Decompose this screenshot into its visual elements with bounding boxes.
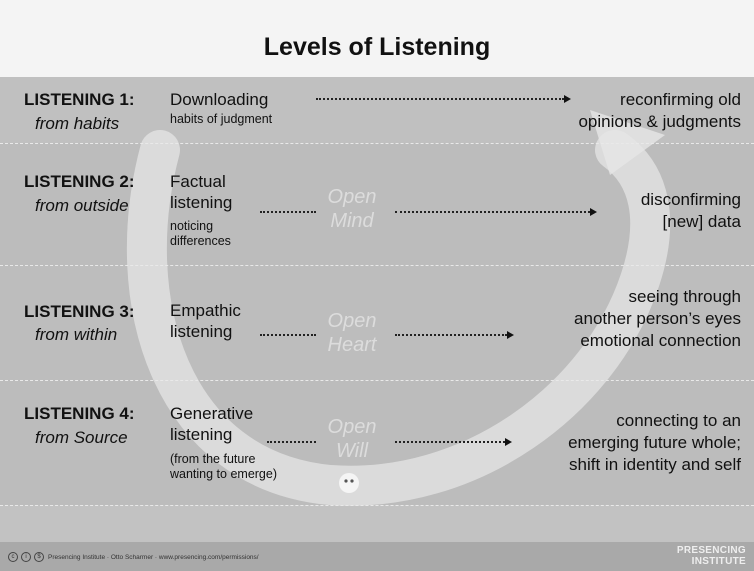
- level-1-source: from habits: [35, 114, 120, 133]
- level-3-result-line-3: emotional connection: [580, 331, 741, 350]
- level-1-result-line-1: reconfirming old: [620, 90, 741, 109]
- level-2-mode: Factual listening: [170, 171, 232, 213]
- divider-3: [0, 380, 754, 381]
- level-1-mode: Downloading: [170, 90, 269, 109]
- level-2-open-line-2: Mind: [330, 210, 374, 232]
- level-3-result-line-1: seeing through: [628, 287, 741, 306]
- level-4-open: Open Will: [307, 415, 397, 463]
- level-4-mode-line-2: listening: [170, 425, 233, 444]
- level-3-open: Open Heart: [307, 309, 397, 357]
- level-4-result: connecting to an emerging future whole; …: [568, 410, 741, 476]
- level-2-label: LISTENING 2:: [24, 172, 135, 191]
- level-3-open-line-2: Heart: [327, 334, 377, 356]
- level-1-result-line-2: opinions & judgments: [578, 112, 741, 131]
- presencing-institute-logo: PRESENCING INSTITUTE: [677, 545, 746, 567]
- divider-2: [0, 265, 754, 266]
- presence-dot: [339, 473, 359, 493]
- level-4-source: from Source: [35, 428, 128, 447]
- level-3-result-line-2: another person’s eyes: [574, 309, 741, 328]
- level-3-mode: Empathic listening: [170, 300, 241, 342]
- level-3-result: seeing through another person’s eyes emo…: [574, 286, 741, 352]
- level-1-result: reconfirming old opinions & judgments: [578, 89, 741, 133]
- title-bar: Levels of Listening: [0, 0, 754, 77]
- level-4-note: (from the future wanting to emerge): [170, 452, 277, 482]
- level-4-note-line-2: wanting to emerge): [170, 467, 278, 481]
- level-3-connector-left: [260, 334, 316, 336]
- slide-title: Levels of Listening: [263, 33, 491, 61]
- level-3-mode-line-2: listening: [170, 322, 233, 341]
- noncommercial-icon: $: [34, 552, 44, 562]
- row-background-5: [0, 505, 754, 542]
- footer: c i $ Presencing Institute · Otto Scharm…: [0, 542, 754, 571]
- level-1-connector: [316, 98, 564, 100]
- attribution-icon: i: [21, 552, 31, 562]
- level-3-source: from within: [35, 325, 118, 344]
- u-arc-path: [126, 130, 671, 506]
- level-4-label: LISTENING 4:: [24, 404, 135, 423]
- level-2-note-line-1: noticing: [170, 219, 214, 233]
- footer-credit: Presencing Institute · Otto Scharmer · w…: [48, 554, 259, 561]
- level-2-result-line-1: disconfirming: [640, 190, 741, 209]
- level-4-result-line-2: emerging future whole;: [568, 433, 741, 452]
- level-3-open-line-1: Open: [327, 310, 377, 332]
- level-4-arrowhead: [505, 438, 512, 446]
- level-3-connector-right: [395, 334, 507, 336]
- level-2-open-line-1: Open: [327, 186, 377, 208]
- level-2-arrowhead: [590, 208, 597, 216]
- level-4-mode-line-1: Generative: [170, 404, 254, 423]
- level-2-source: from outside: [35, 196, 129, 215]
- level-3-label: LISTENING 3:: [24, 302, 135, 321]
- level-4-connector-left: [267, 441, 316, 443]
- level-2-connector-left: [260, 211, 316, 213]
- level-4-open-line-1: Open: [327, 416, 377, 438]
- level-1-label: LISTENING 1:: [24, 90, 135, 109]
- level-4-note-line-1: (from the future: [170, 452, 256, 466]
- level-1-arrowhead: [564, 95, 571, 103]
- level-2-note: noticing differences: [170, 219, 231, 249]
- brand-line-1: PRESENCING: [676, 545, 746, 556]
- level-4-connector-right: [395, 441, 505, 443]
- level-4-result-line-1: connecting to an: [616, 411, 741, 430]
- level-4-result-line-3: shift in identity and self: [569, 455, 741, 474]
- level-2-note-line-2: differences: [170, 234, 231, 248]
- level-2-connector-right: [395, 211, 590, 213]
- cc-license-icon: c: [8, 552, 18, 562]
- level-3-arrowhead: [507, 331, 514, 339]
- level-1-note: habits of judgment: [170, 112, 273, 126]
- level-2-open: Open Mind: [307, 185, 397, 233]
- u-arc-head: [590, 110, 665, 175]
- level-3-mode-line-1: Empathic: [170, 301, 241, 320]
- level-4-open-line-2: Will: [335, 440, 369, 462]
- level-2-mode-line-2: listening: [170, 193, 233, 212]
- level-2-mode-line-1: Factual: [170, 172, 226, 191]
- divider-1: [0, 143, 754, 144]
- divider-4: [0, 505, 754, 506]
- brand-line-2: INSTITUTE: [691, 556, 746, 567]
- level-2-result-line-2: [new] data: [662, 212, 741, 231]
- level-2-result: disconfirming [new] data: [641, 189, 741, 233]
- level-4-mode: Generative listening: [170, 403, 253, 445]
